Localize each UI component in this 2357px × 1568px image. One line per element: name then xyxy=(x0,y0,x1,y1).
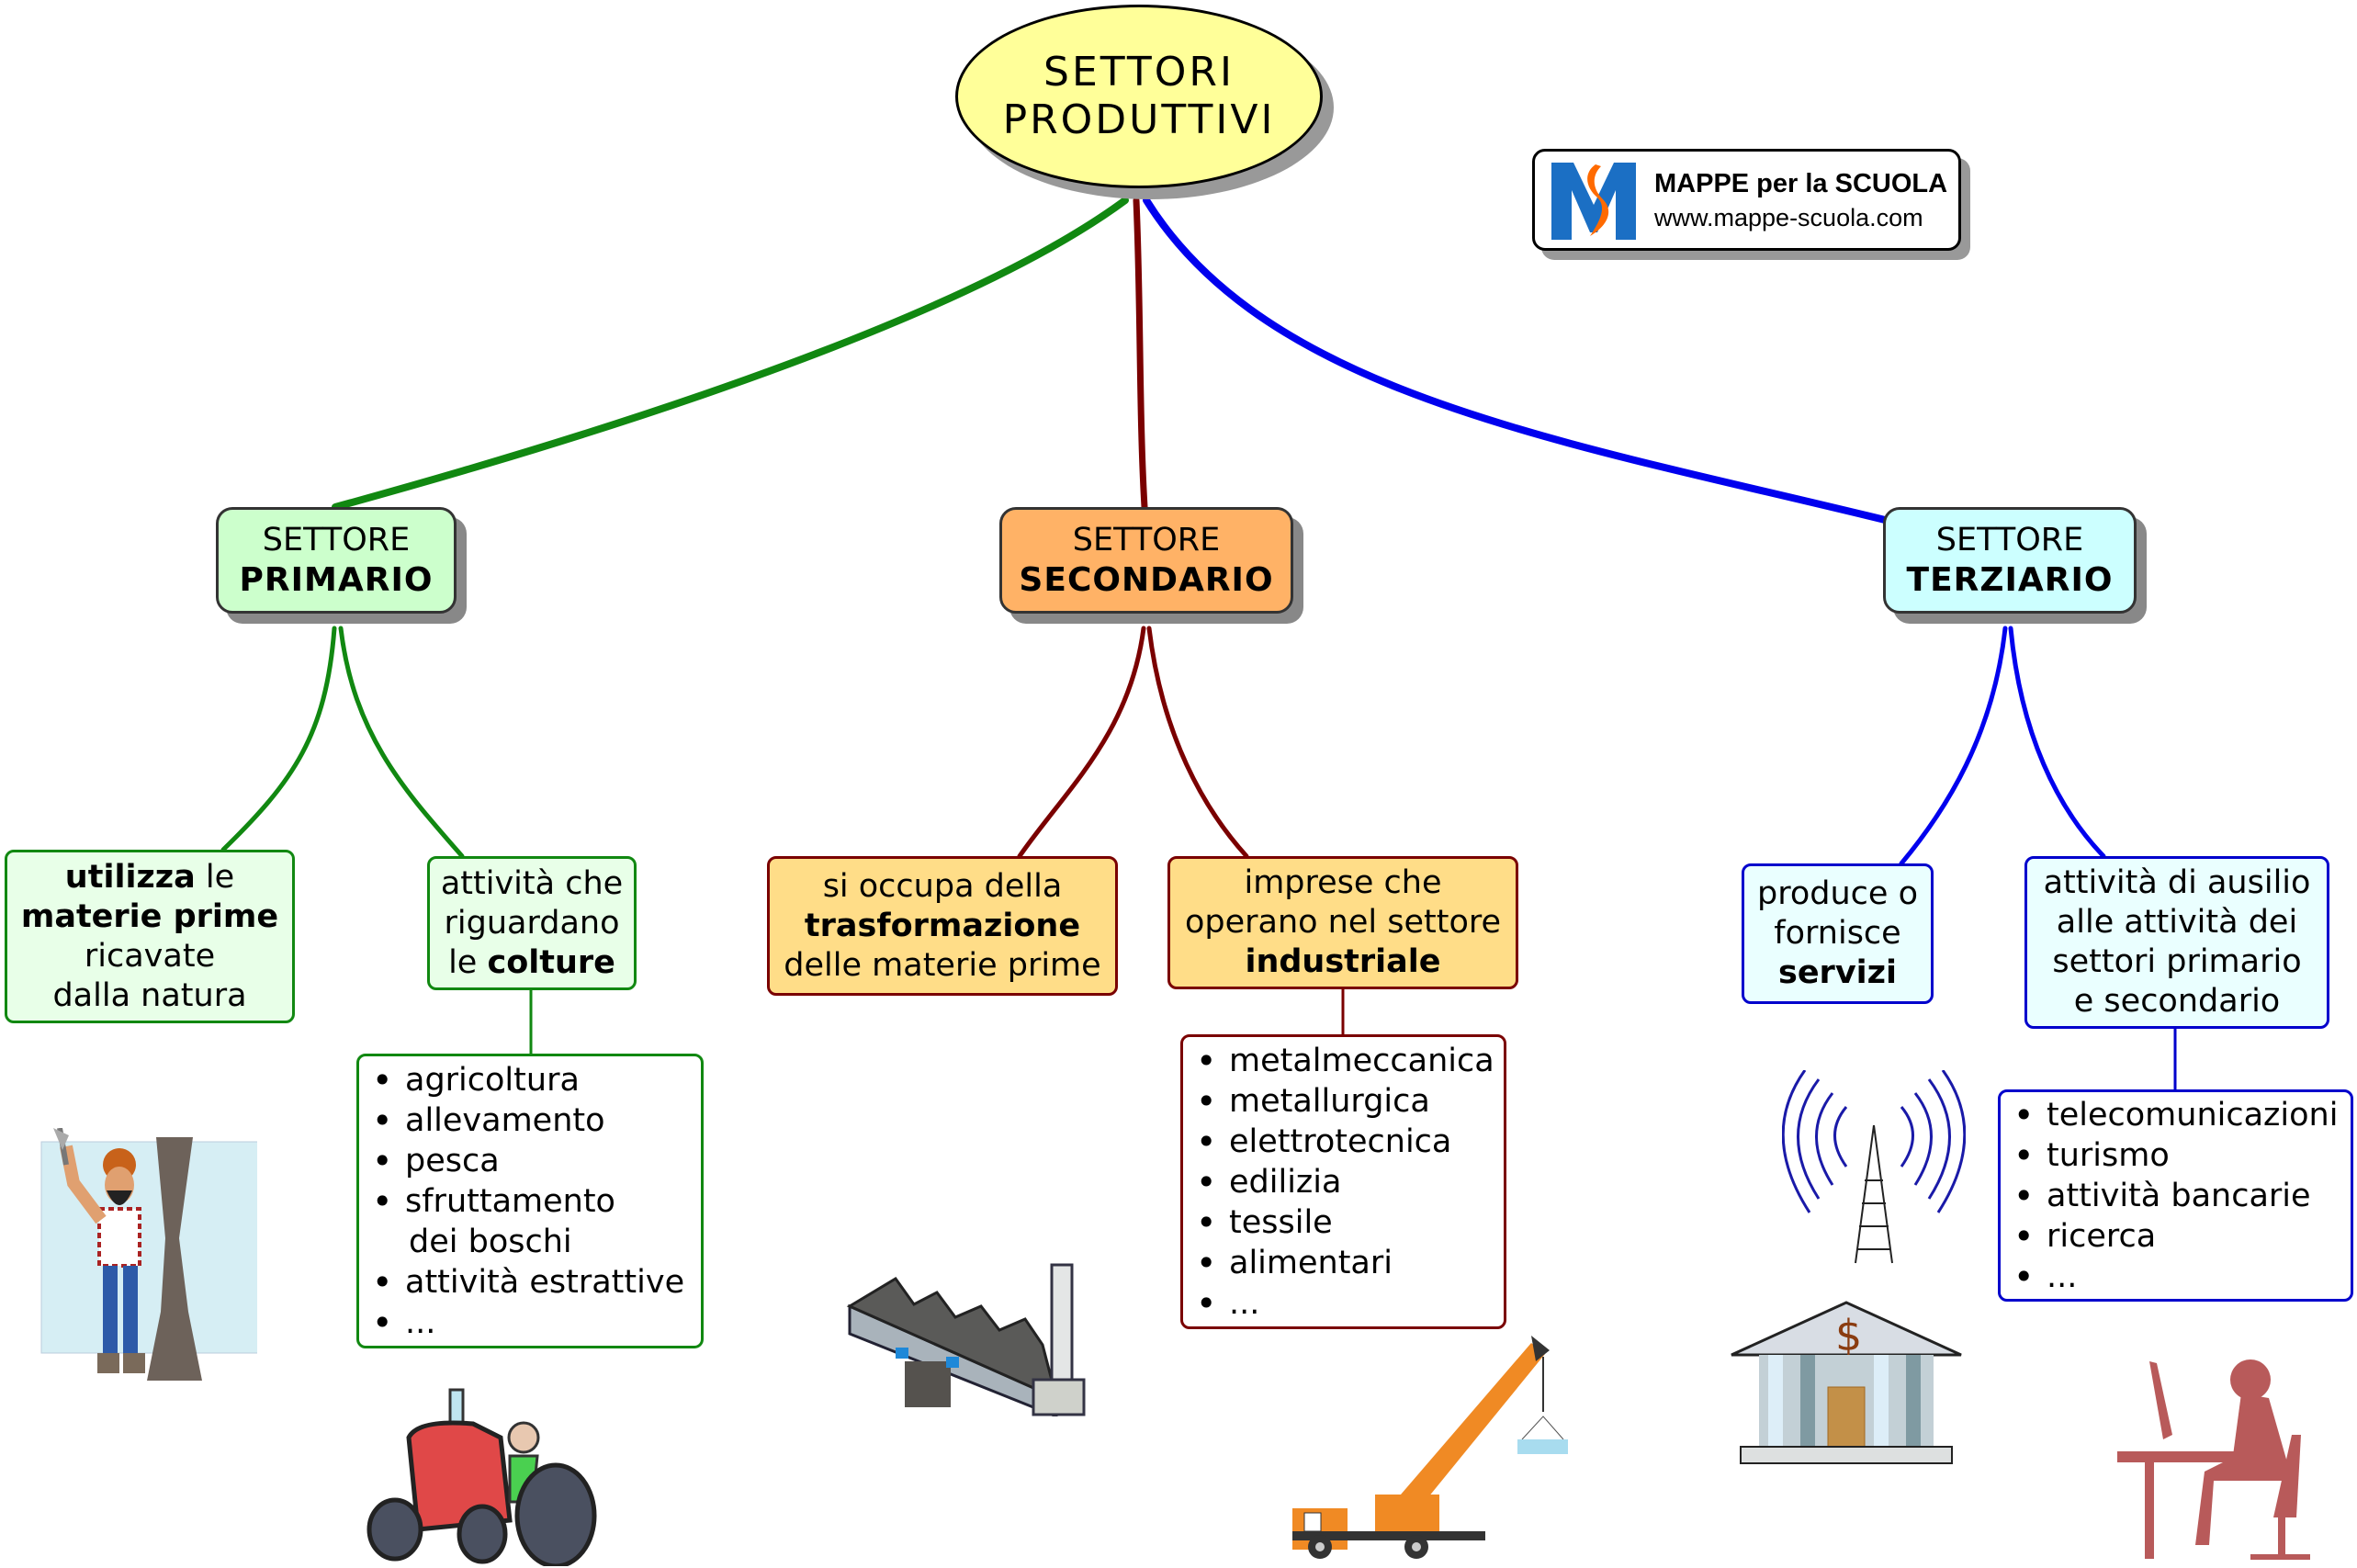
list-item: ... xyxy=(372,1303,684,1343)
leaf-bold: utilizza xyxy=(64,858,196,896)
sector-terziario[interactable]: SETTORE TERZIARIO xyxy=(1883,507,2137,614)
list-item: attività estrattive xyxy=(372,1262,684,1303)
connector-terziario-leaf2 xyxy=(2008,626,2106,859)
connector-primario-leaf1 xyxy=(220,626,337,852)
terziario-leaf-servizi[interactable]: produce o fornisce servizi xyxy=(1742,863,1934,1004)
connector-secondario-leaf2 xyxy=(1146,626,1249,859)
list-item: agricoltura xyxy=(372,1060,684,1100)
list-item: ricerca xyxy=(2013,1216,2338,1257)
sector-primario-label: SETTORE xyxy=(262,522,411,558)
sector-primario[interactable]: SETTORE PRIMARIO xyxy=(216,507,457,614)
leaf-bold: colture xyxy=(487,943,615,981)
connector-root-primario xyxy=(332,197,1129,511)
leaf-text: fornisce xyxy=(1774,915,1901,952)
secondario-leaf-industriale[interactable]: imprese che operano nel settore industri… xyxy=(1167,856,1518,989)
list-item-continuation: dei boschi xyxy=(409,1223,572,1260)
sector-secondario-label: SETTORE xyxy=(1072,522,1221,558)
bank-icon: $ xyxy=(1731,1301,1962,1464)
list-item: elettrotecnica xyxy=(1196,1122,1494,1162)
sector-terziario-name: TERZIARIO xyxy=(1906,561,2114,599)
leaf-bold: materie prime xyxy=(20,897,279,935)
leaf-text: attività che xyxy=(440,864,624,902)
leaf-text: ricavate xyxy=(84,937,216,975)
lumberjack-icon xyxy=(40,1128,257,1381)
list-item: edilizia xyxy=(1196,1162,1494,1202)
list-item: alimentari xyxy=(1196,1243,1494,1283)
connector-root-secondario xyxy=(1133,197,1148,511)
factory-icon xyxy=(846,1263,1086,1416)
sector-secondario[interactable]: SETTORE SECONDARIO xyxy=(999,507,1293,614)
leaf-text: produce o xyxy=(1757,875,1918,912)
radio-tower-icon xyxy=(1782,1070,1966,1264)
leaf-text: si occupa della xyxy=(822,867,1063,905)
leaf-text: operano nel settore xyxy=(1184,904,1502,941)
list-item: sfruttamento xyxy=(372,1181,684,1222)
list-item: ... xyxy=(2013,1257,2338,1297)
leaf-bold: trasformazione xyxy=(804,907,1081,944)
crane-truck-icon xyxy=(1292,1336,1568,1559)
terziario-services-list: telecomunicazioni turismo attività banca… xyxy=(1998,1089,2353,1302)
leaf-text: settori primario xyxy=(2052,943,2302,980)
logo-name: MAPPE per la SCUOLA xyxy=(1654,168,1948,198)
list-item: metallurgica xyxy=(1196,1081,1494,1122)
secondario-industries-list: metalmeccanica metallurgica elettrotecni… xyxy=(1180,1034,1506,1329)
leaf-text: dalla natura xyxy=(52,976,247,1014)
list-item: attività bancarie xyxy=(2013,1176,2338,1216)
svg-text:$: $ xyxy=(1835,1311,1862,1360)
mappe-scuola-logo[interactable]: MAPPE per la SCUOLA www.mappe-scuola.com xyxy=(1532,149,1961,251)
terziario-leaf-ausilio[interactable]: attività di ausilio alle attività dei se… xyxy=(2024,856,2329,1029)
list-item: tessile xyxy=(1196,1202,1494,1243)
root-node-settori-produttivi[interactable]: SETTORI PRODUTTIVI xyxy=(955,5,1323,188)
tractor-icon xyxy=(367,1388,597,1566)
sector-primario-name: PRIMARIO xyxy=(239,561,434,599)
connector-secondario-leaf1 xyxy=(1017,626,1146,859)
sector-terziario-label: SETTORE xyxy=(1935,522,2084,558)
list-item: allevamento xyxy=(372,1100,684,1141)
list-item: turismo xyxy=(2013,1135,2338,1176)
leaf-text: riguardano xyxy=(444,904,620,942)
list-item: pesca xyxy=(372,1141,684,1181)
leaf-text: attività di ausilio xyxy=(2043,864,2311,901)
connector-primario-leaf2 xyxy=(338,626,465,859)
logo-url[interactable]: www.mappe-scuola.com xyxy=(1654,203,1923,231)
primario-leaf-colture[interactable]: attività che riguardano le colture xyxy=(427,856,637,990)
list-item: telecomunicazioni xyxy=(2013,1095,2338,1135)
connector-root-terziario xyxy=(1143,197,1889,524)
leaf-bold: industriale xyxy=(1245,943,1441,980)
leaf-text: delle materie prime xyxy=(784,946,1101,984)
mappe-logo-icon xyxy=(1550,159,1638,242)
leaf-text: le xyxy=(448,943,488,981)
list-item: metalmeccanica xyxy=(1196,1041,1494,1081)
leaf-text: imprese che xyxy=(1244,864,1442,901)
list-item: ... xyxy=(1196,1283,1494,1324)
connector-terziario-leaf1 xyxy=(1899,626,2008,866)
root-title-line1: SETTORI xyxy=(1043,49,1235,96)
root-title-line2: PRODUTTIVI xyxy=(1002,96,1276,143)
primario-activities-list: agricoltura allevamento pesca sfruttamen… xyxy=(356,1054,704,1348)
primario-leaf-materie-prime[interactable]: utilizza le materie prime ricavate dalla… xyxy=(5,850,295,1023)
leaf-text: le xyxy=(195,858,235,896)
sector-secondario-name: SECONDARIO xyxy=(1019,561,1274,599)
secondario-leaf-trasformazione[interactable]: si occupa della trasformazione delle mat… xyxy=(767,856,1118,996)
leaf-text: e secondario xyxy=(2073,983,2281,1020)
leaf-bold: servizi xyxy=(1777,954,1897,991)
leaf-text: alle attività dei xyxy=(2056,904,2298,941)
woman-at-computer-icon xyxy=(2117,1359,2310,1560)
